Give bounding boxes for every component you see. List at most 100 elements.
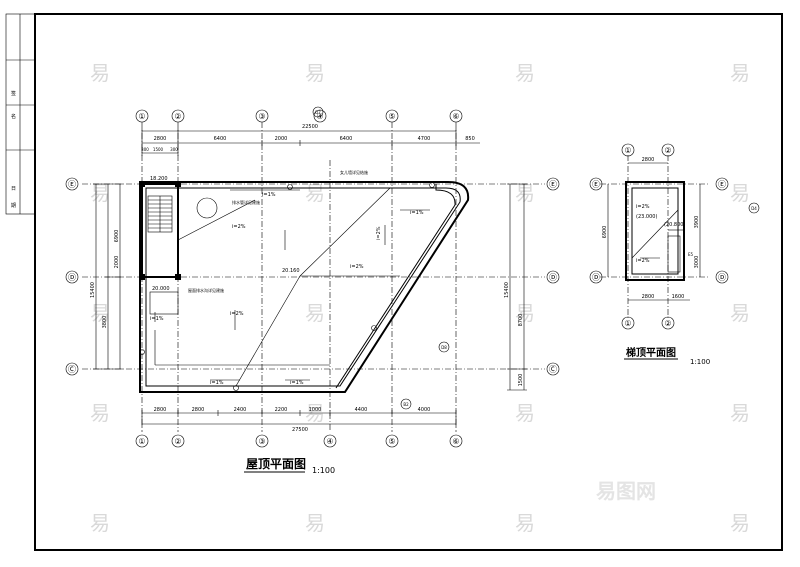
slope-label: i=1% bbox=[210, 380, 224, 386]
dim-right: 8700 bbox=[518, 314, 524, 327]
stair-dim-right: 3900 bbox=[694, 216, 700, 229]
dim-top: 2000 bbox=[275, 136, 288, 142]
slope-arrows bbox=[154, 189, 430, 381]
watermark-glyph: 易 bbox=[305, 181, 325, 205]
elevation-label: 18.200 bbox=[150, 176, 168, 182]
axis-label-left: Ⓓ bbox=[68, 273, 76, 282]
sheet-border bbox=[34, 13, 783, 551]
title-block-row: 日 bbox=[11, 186, 16, 192]
ridge-lines bbox=[154, 187, 400, 387]
dim-left: 3800 bbox=[102, 316, 108, 329]
watermark-glyph: 易 bbox=[90, 511, 110, 535]
dim-top: 4700 bbox=[418, 136, 431, 142]
axis-label-top: ③ bbox=[258, 112, 265, 121]
roof-outline bbox=[139, 181, 470, 393]
stair-dim-right: 3000 bbox=[694, 256, 700, 269]
dim-bottom: 2800 bbox=[154, 407, 167, 413]
roof-plan: ① ② ③ ④ ⑤ ⑥ ① ② ③ ④ ⑤ ⑥ Ⓔ Ⓓ Ⓒ Ⓔ Ⓓ Ⓒ 2250… bbox=[65, 106, 560, 475]
axis-label-top: ② bbox=[174, 112, 181, 121]
roof-hatch bbox=[149, 291, 179, 315]
stair-axis-right: Ⓔ bbox=[718, 180, 726, 189]
stair-axis-top: ② bbox=[664, 146, 671, 155]
stair-dim-top: 2800 bbox=[642, 157, 655, 163]
stair-enclosure bbox=[141, 183, 179, 278]
slope-label: i=1% bbox=[410, 210, 424, 216]
title-block-row: 期 bbox=[11, 203, 16, 209]
stair-plan-scale: 1:100 bbox=[690, 358, 710, 366]
dim-bottom: 2400 bbox=[234, 407, 247, 413]
gutter-line bbox=[335, 184, 456, 389]
dim-top-sub: 300 bbox=[141, 147, 149, 152]
note-text: 屋面排水沟详见建施 bbox=[188, 287, 224, 293]
stair-roof-plan: ① ② ① ② Ⓔ Ⓓ Ⓔ Ⓓ 2800 2800 1600 6900 3900… bbox=[589, 143, 760, 366]
callout-bubbles bbox=[312, 106, 450, 410]
watermark-glyph: 易 bbox=[305, 61, 325, 85]
dim-top-sub: 1500 bbox=[153, 147, 164, 152]
axis-label-left: Ⓔ bbox=[68, 180, 76, 189]
watermark-glyph: 易 bbox=[730, 181, 750, 205]
stair-dim-bottom: 2800 bbox=[642, 294, 655, 300]
slope-label: i=2% bbox=[350, 264, 364, 270]
watermark-glyph: 易 bbox=[305, 511, 325, 535]
stair-roof-outline bbox=[625, 181, 685, 281]
stair-dim-left: 6900 bbox=[602, 226, 608, 239]
title-block: 签 名 日 期 bbox=[6, 14, 35, 214]
watermark-glyph: 易 bbox=[730, 511, 750, 535]
stair-elevation: (23.000) bbox=[636, 214, 657, 220]
dim-right: 1500 bbox=[518, 374, 524, 387]
watermark-glyph: 易 bbox=[730, 401, 750, 425]
axis-label-bottom: ① bbox=[138, 437, 145, 446]
callout-label: D7 bbox=[315, 110, 321, 115]
stair-axis-left: Ⓔ bbox=[592, 180, 600, 189]
dim-top: 850 bbox=[465, 136, 475, 142]
dimension-lines-left bbox=[93, 183, 123, 370]
watermark-glyph: 易 bbox=[515, 181, 535, 205]
stair-elevation: (20.800) bbox=[664, 222, 685, 228]
slope-label: i=2% bbox=[230, 311, 244, 317]
dim-bottom: 4000 bbox=[418, 407, 431, 413]
slope-label: i=2% bbox=[376, 226, 382, 240]
axis-label-top: ⑤ bbox=[388, 112, 395, 121]
axis-bubbles-top bbox=[135, 109, 463, 123]
dim-bottom: 2800 bbox=[192, 407, 205, 413]
title-block-row: 名 bbox=[11, 113, 16, 120]
watermark-glyph: 易 bbox=[305, 301, 325, 325]
axis-bubbles-bottom bbox=[135, 434, 463, 448]
dim-left-total: 15400 bbox=[90, 282, 96, 298]
dim-left: 6900 bbox=[114, 230, 120, 243]
dim-top: 6400 bbox=[214, 136, 227, 142]
stair-slope: i=2% bbox=[636, 204, 650, 210]
dim-top: 2800 bbox=[154, 136, 167, 142]
stair-dim-bottom: 1600 bbox=[672, 294, 685, 300]
dimension-lines-bottom bbox=[141, 410, 457, 427]
watermark-glyph: 易 bbox=[730, 301, 750, 325]
watermark-glyph: 易 bbox=[515, 401, 535, 425]
stair-axis-bubbles bbox=[589, 143, 760, 330]
stair-axis-left: Ⓓ bbox=[592, 273, 600, 282]
plan-scale: 1:100 bbox=[312, 466, 335, 475]
dim-bottom: 2200 bbox=[275, 407, 288, 413]
axis-label-right: Ⓒ bbox=[549, 365, 557, 374]
slope-label: i=1% bbox=[150, 316, 164, 322]
dim-top-sub: 300 bbox=[170, 147, 178, 152]
axis-label-top: ⑥ bbox=[452, 112, 459, 121]
stair-axis-bottom: ② bbox=[664, 319, 671, 328]
axis-bubbles-sides bbox=[65, 177, 560, 376]
elevation-label: 20.000 bbox=[152, 286, 170, 292]
dim-total-top: 22500 bbox=[302, 124, 318, 130]
watermark-glyph: 易 bbox=[90, 61, 110, 85]
stair-axis-lines bbox=[600, 155, 710, 318]
axis-label-bottom: ⑤ bbox=[388, 437, 395, 446]
stair-axis-bottom: ① bbox=[624, 319, 631, 328]
axis-label-bottom: ⑥ bbox=[452, 437, 459, 446]
slope-label: i=1% bbox=[262, 192, 276, 198]
dim-left: 2000 bbox=[114, 256, 120, 269]
dim-top: 6400 bbox=[340, 136, 353, 142]
elevation-label: 20.160 bbox=[282, 268, 300, 274]
note-text: 女儿墙详见结施 bbox=[340, 169, 368, 175]
slope-label: i=2% bbox=[232, 224, 246, 230]
watermark-glyph: 易 bbox=[90, 181, 110, 205]
stair-callout: D4 bbox=[751, 206, 757, 211]
dim-total-bottom: 27500 bbox=[292, 427, 308, 433]
watermark-glyph: 易 bbox=[515, 61, 535, 85]
